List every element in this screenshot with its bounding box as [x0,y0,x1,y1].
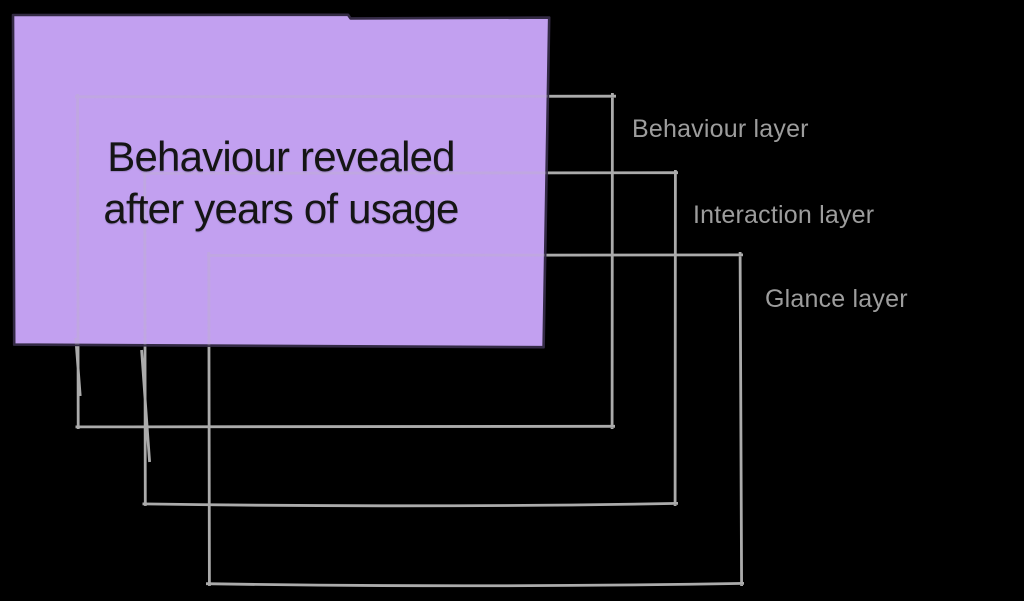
label-behaviour-layer: Behaviour layer [632,115,809,143]
note-title-line1: Behaviour revealed [107,133,455,180]
note-title: Behaviour revealed after years of usage [13,131,549,235]
label-interaction-layer: Interaction layer [693,201,875,229]
label-glance-layer: Glance layer [765,285,908,313]
note-title-line2: after years of usage [103,185,459,232]
